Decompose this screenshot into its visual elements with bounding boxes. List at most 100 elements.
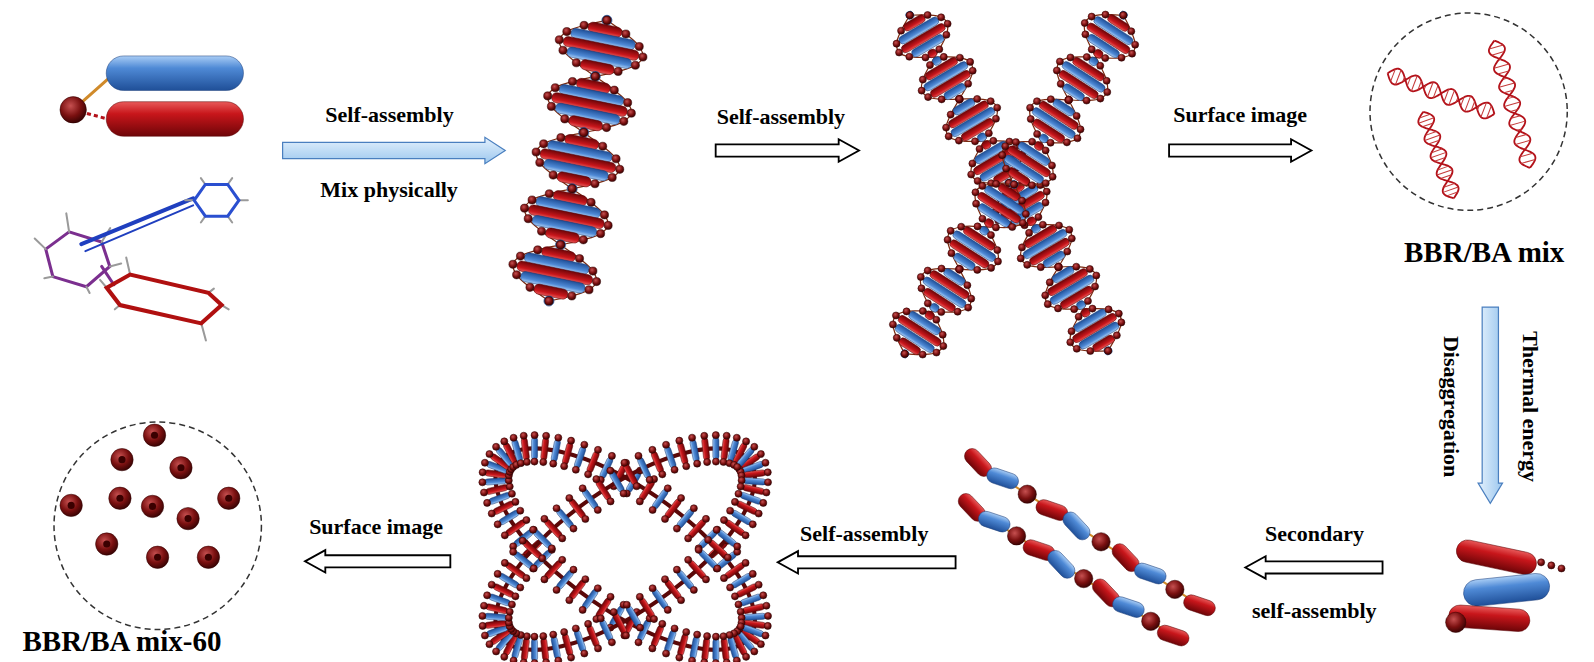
blue-capsule — [976, 509, 1012, 534]
helix-rung — [1433, 85, 1438, 97]
ball — [958, 223, 965, 230]
dashed-circle — [1370, 13, 1567, 210]
helix-strand — [524, 20, 643, 301]
step-label: Surface image — [309, 514, 443, 539]
ball — [635, 452, 642, 459]
ball — [999, 152, 1006, 159]
ball — [936, 46, 943, 53]
ball — [1029, 138, 1036, 145]
ball — [965, 304, 972, 311]
ball — [919, 76, 926, 83]
ball — [918, 285, 925, 292]
ball — [579, 606, 586, 613]
particle-core — [177, 464, 184, 471]
ball — [954, 308, 961, 315]
disaggregated-cartoon — [1446, 538, 1565, 633]
ball — [526, 283, 534, 291]
ball — [764, 612, 771, 619]
ball — [111, 448, 133, 470]
helix-rung — [1411, 76, 1417, 91]
helix-rung — [1424, 85, 1426, 90]
ball — [608, 452, 615, 459]
ball — [976, 145, 983, 152]
ball — [702, 576, 709, 583]
step-label: Mix physically — [320, 177, 458, 202]
ball — [624, 99, 632, 107]
ball — [551, 84, 559, 92]
ball — [1056, 58, 1063, 65]
ball — [1073, 112, 1080, 119]
ball — [579, 236, 587, 244]
ball — [627, 109, 635, 117]
thin-helix — [1489, 41, 1535, 168]
ball — [919, 351, 926, 358]
blue-capsule — [1462, 572, 1551, 607]
ball — [540, 140, 548, 148]
red-capsule — [586, 625, 600, 648]
ball — [925, 94, 932, 101]
blue-capsule — [599, 619, 614, 642]
blue-capsule — [1060, 509, 1093, 543]
helix-rung — [1418, 81, 1421, 90]
step-label: Disaggregation — [1439, 336, 1464, 477]
ball — [510, 657, 517, 662]
helix-rung — [1444, 89, 1449, 101]
ball — [531, 432, 538, 439]
ball — [926, 62, 933, 69]
chain-assembly — [961, 445, 1217, 617]
ball — [906, 12, 913, 19]
ball — [575, 254, 583, 262]
ball — [1074, 135, 1081, 142]
ball — [956, 266, 963, 273]
ball — [649, 506, 656, 513]
ball — [622, 30, 630, 38]
ball — [764, 469, 771, 476]
ball — [1042, 147, 1049, 154]
ball — [695, 546, 702, 553]
ball — [508, 490, 515, 497]
ball — [501, 653, 508, 660]
helix-strand — [1418, 112, 1453, 198]
ball — [484, 499, 491, 506]
ball — [1081, 19, 1088, 26]
ball — [547, 102, 555, 110]
ball — [539, 555, 546, 562]
ball — [734, 543, 741, 550]
ball — [1091, 283, 1098, 290]
ball — [727, 507, 734, 514]
helix-rung — [1487, 106, 1492, 118]
blue-capsule — [742, 624, 765, 637]
helix-strand — [893, 15, 1135, 354]
ball — [1010, 181, 1017, 188]
ball — [649, 446, 656, 453]
ball — [918, 87, 925, 94]
ball — [141, 495, 163, 517]
ball — [555, 36, 563, 44]
ball — [938, 308, 945, 315]
helix-rung — [1431, 152, 1446, 157]
red-capsule — [677, 633, 689, 656]
ball — [751, 443, 758, 450]
ball — [733, 657, 740, 662]
ball — [1105, 347, 1112, 354]
ball — [903, 308, 910, 315]
ball — [1055, 222, 1062, 229]
ball — [501, 438, 508, 445]
ball — [1047, 96, 1054, 103]
ball — [530, 526, 537, 533]
ball — [924, 267, 931, 274]
red-capsule — [540, 438, 548, 461]
ball — [637, 624, 644, 631]
ball — [1087, 347, 1094, 354]
molecule-structure — [35, 178, 248, 340]
blue-capsule — [689, 636, 699, 659]
ball — [620, 490, 627, 497]
ball — [555, 434, 562, 441]
ball — [714, 565, 721, 572]
ball — [501, 532, 508, 539]
ball — [724, 554, 731, 561]
blue-capsule — [713, 639, 719, 661]
blue-capsule — [106, 56, 243, 91]
ball — [924, 300, 931, 307]
